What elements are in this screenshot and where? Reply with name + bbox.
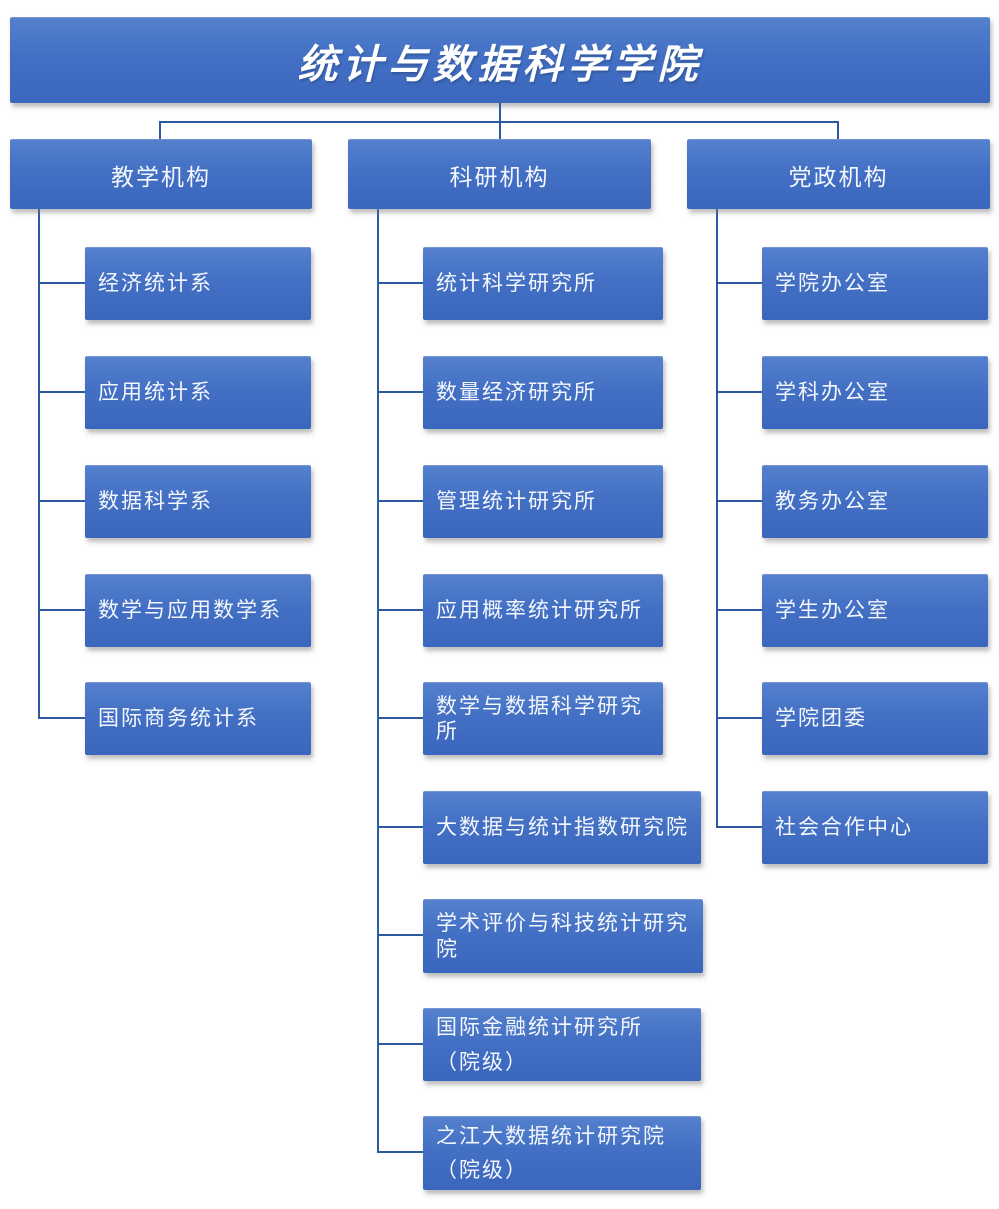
- node-label: 管理统计研究所: [436, 489, 597, 514]
- node-label: 数据科学系: [98, 489, 213, 514]
- node-label: 统计科学研究所: [436, 271, 597, 296]
- node-label: 学院团委: [775, 706, 867, 731]
- admin-node-5: 学院团委: [762, 682, 988, 755]
- connector-branch1-stub-3: [38, 500, 85, 502]
- node-label: 学生办公室: [775, 598, 890, 623]
- connector-branch3-drop: [837, 121, 839, 140]
- admin-node-4: 学生办公室: [762, 574, 988, 647]
- research-node-3: 管理统计研究所: [423, 465, 663, 538]
- node-label: 学院办公室: [775, 271, 890, 296]
- research-node-5: 数学与数据科学研究所: [423, 682, 663, 755]
- node-label-line2: （院级）: [436, 1158, 528, 1182]
- connector-branch1-spine: [38, 209, 40, 719]
- node-label: 应用概率统计研究所: [436, 598, 643, 623]
- node-label: 经济统计系: [98, 271, 213, 296]
- node-label: 大数据与统计指数研究院: [436, 815, 689, 840]
- node-label: 学科办公室: [775, 380, 890, 405]
- connector-branch3-stub-5: [716, 717, 762, 719]
- research-node-8: 国际金融统计研究所 （院级）: [423, 1008, 701, 1081]
- branch-header-teaching: 教学机构: [10, 139, 312, 209]
- connector-branch3-stub-3: [716, 500, 762, 502]
- teaching-node-4: 数学与应用数学系: [85, 574, 311, 647]
- connector-branch2-stub-8: [377, 1043, 423, 1045]
- admin-node-2: 学科办公室: [762, 356, 988, 429]
- connector-branch2-stub-6: [377, 826, 423, 828]
- connector-branch1-stub-1: [38, 282, 85, 284]
- admin-node-1: 学院办公室: [762, 247, 988, 320]
- connector-branch1-stub-2: [38, 391, 85, 393]
- teaching-node-1: 经济统计系: [85, 247, 311, 320]
- teaching-node-2: 应用统计系: [85, 356, 311, 429]
- connector-branch1-stub-5: [38, 717, 85, 719]
- root-node-label: 统计与数据科学学院: [297, 40, 703, 88]
- node-label: 学术评价与科技统计研究院: [436, 911, 689, 961]
- branch-header-label: 党政机构: [788, 164, 889, 191]
- connector-branch2-stub-4: [377, 609, 423, 611]
- connector-branch2-stub-5: [377, 717, 423, 719]
- admin-node-6: 社会合作中心: [762, 791, 988, 864]
- connector-branch2-stub-2: [377, 391, 423, 393]
- node-label: 国际商务统计系: [98, 706, 259, 731]
- admin-node-3: 教务办公室: [762, 465, 988, 538]
- connector-branch3-stub-2: [716, 391, 762, 393]
- research-node-6: 大数据与统计指数研究院: [423, 791, 701, 864]
- branch-header-research: 科研机构: [348, 139, 651, 209]
- node-label: 社会合作中心: [775, 815, 913, 840]
- connector-branch2-stub-9: [377, 1151, 423, 1153]
- connector-branch2-spine: [377, 209, 379, 1153]
- node-label-line1: 之江大数据统计研究院: [436, 1123, 666, 1148]
- connector-branch2-stub-1: [377, 282, 423, 284]
- node-label: 数学与应用数学系: [98, 598, 282, 623]
- branch-header-label: 科研机构: [449, 164, 550, 191]
- connector-branch3-spine: [716, 209, 718, 828]
- connector-branch2-stub-7: [377, 934, 423, 936]
- teaching-node-5: 国际商务统计系: [85, 682, 311, 755]
- connector-branch3-stub-4: [716, 609, 762, 611]
- connector-branch2-stub-3: [377, 500, 423, 502]
- node-label-line1: 国际金融统计研究所: [436, 1015, 643, 1040]
- node-label: 数学与数据科学研究所: [436, 693, 643, 743]
- node-label: 数量经济研究所: [436, 380, 597, 405]
- connector-branch1-stub-4: [38, 609, 85, 611]
- branch-header-label: 教学机构: [111, 164, 211, 191]
- node-label: 应用统计系: [98, 380, 213, 405]
- node-label-line2: （院级）: [436, 1049, 528, 1074]
- teaching-node-3: 数据科学系: [85, 465, 311, 538]
- branch-header-admin: 党政机构: [687, 139, 990, 209]
- root-node: 统计与数据科学学院: [10, 17, 990, 103]
- connector-branch2-drop: [499, 121, 501, 140]
- connector-branch3-stub-6: [716, 826, 762, 828]
- research-node-2: 数量经济研究所: [423, 356, 663, 429]
- research-node-1: 统计科学研究所: [423, 247, 663, 320]
- research-node-4: 应用概率统计研究所: [423, 574, 663, 647]
- connector-root-drop: [499, 103, 501, 123]
- connector-branch1-drop: [159, 121, 161, 140]
- connector-branch3-stub-1: [716, 282, 762, 284]
- research-node-9: 之江大数据统计研究院 （院级）: [423, 1116, 701, 1190]
- research-node-7: 学术评价与科技统计研究院: [423, 899, 703, 973]
- node-label: 教务办公室: [775, 489, 890, 514]
